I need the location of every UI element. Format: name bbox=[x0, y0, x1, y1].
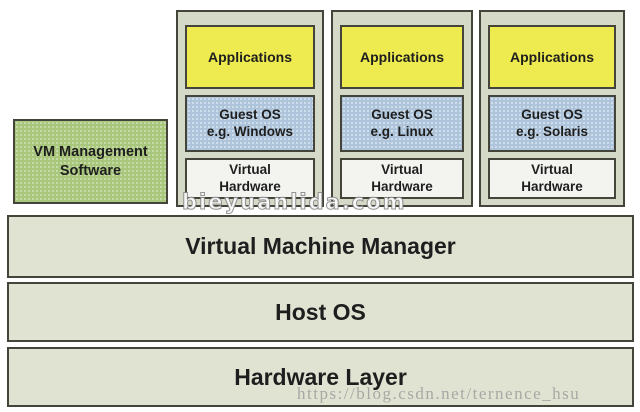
vm-management-label-line2: Software bbox=[59, 162, 122, 179]
watermark-center-text: bieyuanlida.com bbox=[182, 190, 407, 215]
virtual-hardware-label-line1: Virtual bbox=[531, 162, 573, 178]
virtual-hardware-label-line2: Hardware bbox=[219, 178, 281, 194]
guest-os-label-line2: e.g. Linux bbox=[370, 123, 434, 139]
host-os-layer: Host OS bbox=[7, 282, 634, 342]
guest-os-box: Guest OS e.g. Solaris bbox=[488, 95, 616, 152]
guest-os-box: Guest OS e.g. Linux bbox=[340, 95, 464, 152]
hardware-layer-label: Hardware Layer bbox=[234, 363, 407, 390]
applications-box: Applications bbox=[185, 25, 315, 89]
guest-os-label-line2: e.g. Solaris bbox=[515, 123, 589, 139]
virtual-hardware-label-line2: Hardware bbox=[521, 178, 583, 194]
vm-column-solaris: Applications Guest OS e.g. Solaris Virtu… bbox=[479, 10, 625, 207]
applications-label: Applications bbox=[207, 49, 292, 65]
guest-os-label-line2: e.g. Windows bbox=[206, 123, 294, 139]
guest-os-box: Guest OS e.g. Windows bbox=[185, 95, 315, 152]
vm-column-windows: Applications Guest OS e.g. Windows Virtu… bbox=[176, 10, 324, 207]
guest-os-label-line1: Guest OS bbox=[521, 106, 583, 122]
guest-os-label-line1: Guest OS bbox=[371, 106, 433, 122]
virtual-hardware-label-line1: Virtual bbox=[381, 162, 423, 178]
applications-box: Applications bbox=[340, 25, 464, 89]
applications-label: Applications bbox=[359, 49, 444, 65]
vm-management-label-line1: VM Management bbox=[33, 143, 148, 160]
applications-label: Applications bbox=[509, 49, 594, 65]
host-os-label: Host OS bbox=[275, 298, 366, 325]
guest-os-label-line1: Guest OS bbox=[219, 106, 281, 122]
hardware-layer: Hardware Layer bbox=[7, 347, 634, 407]
applications-box: Applications bbox=[488, 25, 616, 89]
vm-management-software-box: VM Management Software bbox=[13, 119, 168, 204]
vm-column-linux: Applications Guest OS e.g. Linux Virtual… bbox=[331, 10, 473, 207]
virtual-hardware-label-line1: Virtual bbox=[229, 162, 271, 178]
watermark-blog-url: https://blog.csdn.net/ternence_hsu bbox=[297, 384, 581, 403]
virtual-hardware-box: Virtual Hardware bbox=[185, 158, 315, 199]
virtual-machine-manager-layer: Virtual Machine Manager bbox=[7, 215, 634, 278]
virtual-hardware-label-line2: Hardware bbox=[371, 178, 433, 194]
virtual-machine-manager-label: Virtual Machine Manager bbox=[185, 233, 456, 259]
virtual-hardware-box: Virtual Hardware bbox=[488, 158, 616, 199]
virtual-hardware-box: Virtual Hardware bbox=[340, 158, 464, 199]
